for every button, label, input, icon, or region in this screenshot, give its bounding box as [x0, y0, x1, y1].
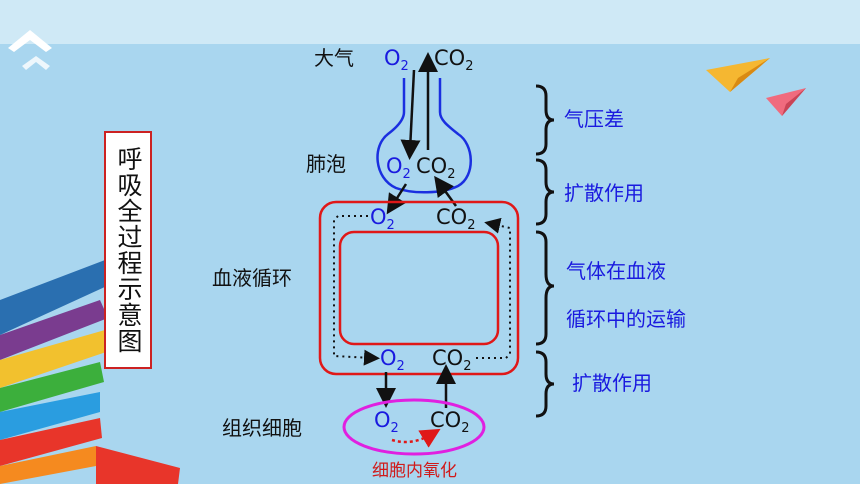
braces: [535, 84, 555, 418]
circulation-inner-ring: [338, 230, 500, 346]
co2-blood-top: CO2: [436, 205, 476, 233]
corner-chevron-decoration: [8, 30, 52, 70]
paper-plane-pink-icon: [766, 88, 806, 116]
label-blood-circulation: 血液循环: [212, 266, 292, 290]
co2-tissue: CO2: [430, 408, 470, 436]
paint-strokes-decoration: [0, 260, 180, 484]
dotted-flow-right: [476, 217, 511, 359]
o2-alveolus: O2: [386, 154, 411, 182]
diagram-title: 呼吸全过程示意图: [114, 146, 143, 354]
co2-atmosphere: CO2: [434, 46, 474, 74]
label-atmosphere: 大气: [314, 46, 354, 70]
brace-diffusion-bottom: [535, 350, 555, 418]
tissue-cell-ellipse: [342, 398, 486, 456]
dotted-flow-left: [333, 215, 380, 366]
o2-tissue: O2: [374, 408, 399, 436]
paper-plane-yellow-icon: [706, 58, 770, 92]
label-tissue-cells: 组织细胞: [222, 416, 302, 440]
circulation-outer-ring: [318, 200, 520, 376]
note-pressure-difference: 气压差: [564, 107, 624, 131]
o2-blood-bottom: O2: [380, 346, 405, 374]
note-transport-line2: 循环中的运输: [566, 307, 686, 331]
alveolus-outline: [376, 78, 472, 194]
oxidation-arrow: [391, 428, 441, 448]
note-transport-line1: 气体在血液: [566, 259, 666, 283]
arrow-o2-down-inhale: [400, 69, 421, 160]
top-banner: [0, 0, 860, 44]
brace-diffusion-top: [535, 158, 555, 226]
o2-blood-top: O2: [370, 205, 395, 233]
o2-atmosphere: O2: [384, 46, 409, 74]
note-diffusion-top: 扩散作用: [564, 181, 644, 205]
title-box: 呼吸全过程示意图: [104, 131, 152, 369]
label-alveoli: 肺泡: [306, 152, 346, 176]
brace-pressure: [535, 84, 555, 156]
co2-alveolus: CO2: [416, 154, 456, 182]
note-cell-oxidation: 细胞内氧化: [372, 461, 457, 481]
co2-blood-bottom: CO2: [432, 346, 472, 374]
note-diffusion-bottom: 扩散作用: [572, 371, 652, 395]
brace-transport: [535, 230, 555, 346]
